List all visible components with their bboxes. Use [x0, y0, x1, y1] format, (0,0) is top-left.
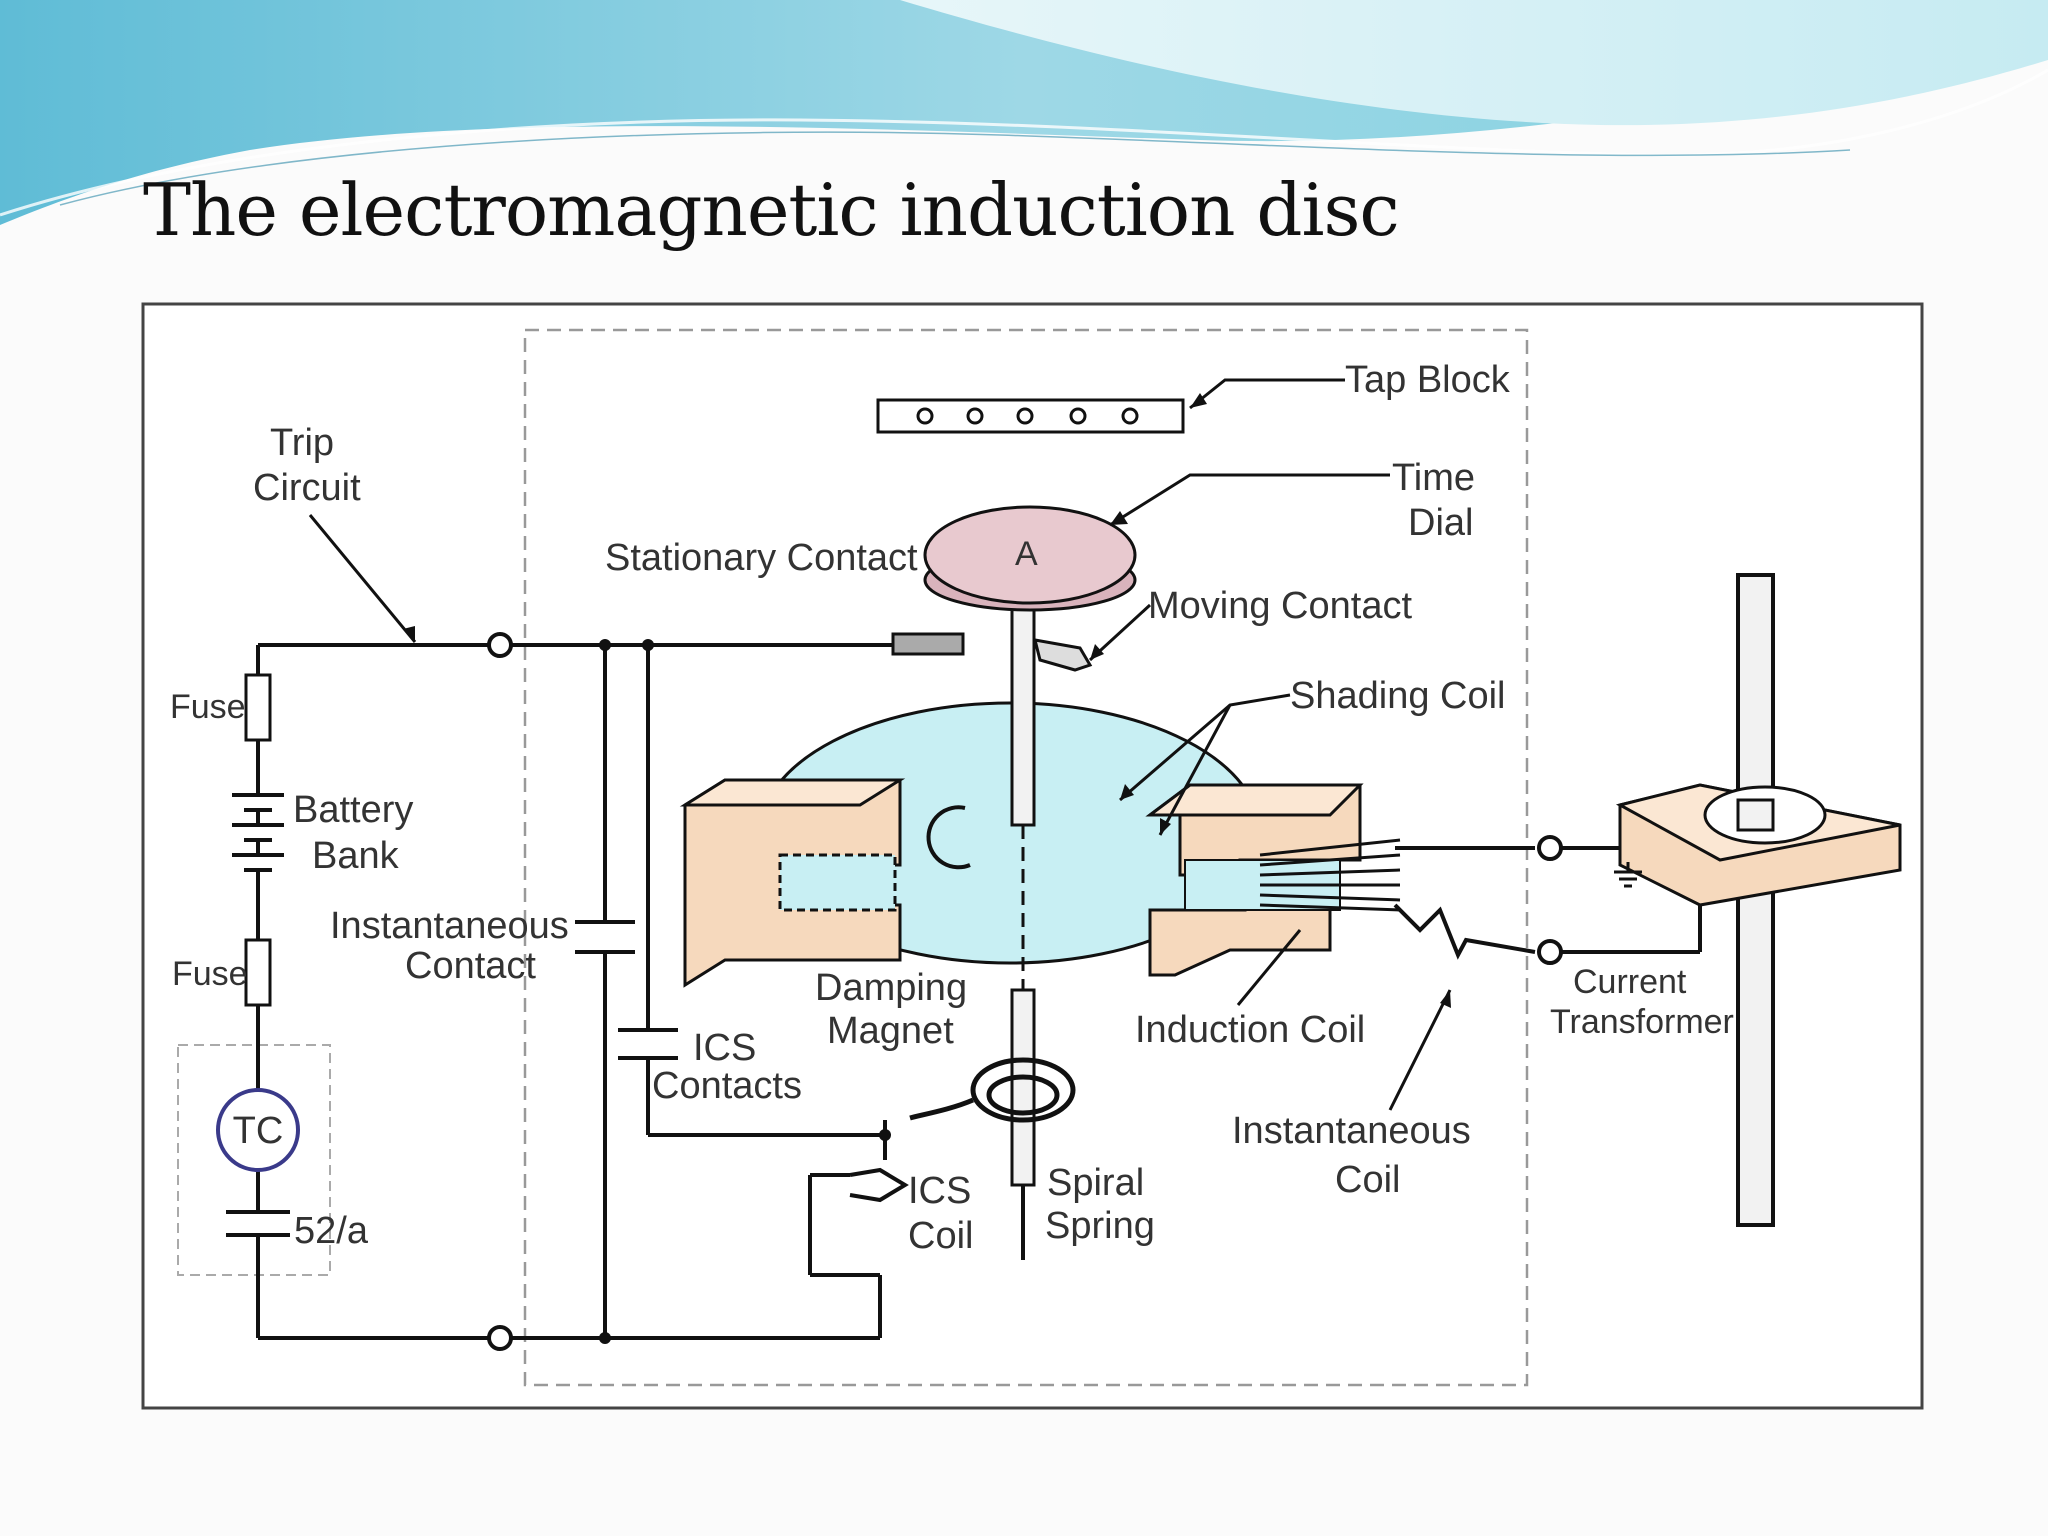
time-dial [923, 505, 1137, 605]
spiral-spring [909, 1057, 1076, 1123]
label-time-dial-2: Dial [1408, 502, 1473, 544]
instantaneous-contact [575, 920, 635, 954]
label-tc: TC [233, 1110, 284, 1152]
label-spiral-spring-1: Spiral [1047, 1162, 1144, 1204]
leader-lines [308, 378, 1452, 1111]
wiring [256, 643, 1702, 1340]
wave-front [900, 0, 2048, 126]
label-ct-2: Transformer [1550, 1003, 1734, 1041]
label-inst-coil-2: Coil [1335, 1159, 1400, 1201]
fuse-bottom [244, 938, 272, 1007]
moving-contact [1032, 638, 1093, 672]
damping-magnet [679, 778, 906, 988]
terminals [487, 632, 1563, 1351]
label-ics-coil-2: Coil [908, 1215, 973, 1257]
rotation-arrow [926, 805, 971, 870]
current-transformer [1615, 573, 1902, 1227]
label-ics-coil-1: ICS [908, 1170, 971, 1212]
induction-magnet [1145, 783, 1401, 977]
label-induction-coil: Induction Coil [1135, 1009, 1365, 1051]
label-fuse-bottom: Fuse [172, 955, 248, 993]
tc-coil [216, 1088, 300, 1172]
ics-contacts [618, 1028, 678, 1060]
label-tap-block: Tap Block [1345, 359, 1511, 401]
tap-holes [916, 407, 1139, 425]
header-wave [0, 0, 2048, 225]
trip-breaker-box [177, 1044, 331, 1276]
ics-coil [849, 1167, 909, 1203]
arrow-heads [403, 393, 1451, 1008]
label-battery-bank-1: Battery [293, 789, 413, 831]
label-ics-contacts-1: ICS [693, 1027, 756, 1069]
battery-bank [232, 793, 284, 880]
junction-dots [599, 639, 891, 1344]
label-damping-magnet-1: Damping [815, 967, 967, 1009]
dial-mark: A [1015, 535, 1038, 573]
label-trip-circuit-1: Trip [270, 422, 334, 464]
label-damping-magnet-2: Magnet [827, 1010, 954, 1052]
primary-conductor [1736, 573, 1775, 1227]
fuse-top [244, 673, 272, 742]
label-inst-coil-1: Instantaneous [1232, 1110, 1471, 1152]
ground-icon [1614, 862, 1642, 888]
label-battery-bank-2: Bank [312, 835, 400, 877]
label-time-dial-1: Time [1392, 457, 1475, 499]
label-fuse-top: Fuse [170, 688, 246, 726]
label-ct-1: Current [1573, 963, 1687, 1001]
spindle-lower [1010, 988, 1036, 1187]
label-52a: 52/a [294, 1210, 369, 1252]
stationary-contact [891, 632, 965, 656]
label-moving-contact: Moving Contact [1148, 585, 1412, 627]
label-inst-contact-2: Contact [405, 945, 536, 987]
label-ics-contacts-2: Contacts [652, 1065, 802, 1107]
slide-title: The electromagnetic induction disc [143, 168, 1400, 252]
label-spiral-spring-2: Spring [1045, 1205, 1155, 1247]
breaker-52a-contact [226, 1210, 290, 1237]
label-shading-coil: Shading Coil [1290, 675, 1505, 717]
label-inst-contact-1: Instantaneous [330, 905, 569, 947]
relay-housing [523, 328, 1529, 1387]
label-trip-circuit-2: Circuit [253, 467, 361, 509]
label-stationary-contact: Stationary Contact [605, 537, 918, 579]
